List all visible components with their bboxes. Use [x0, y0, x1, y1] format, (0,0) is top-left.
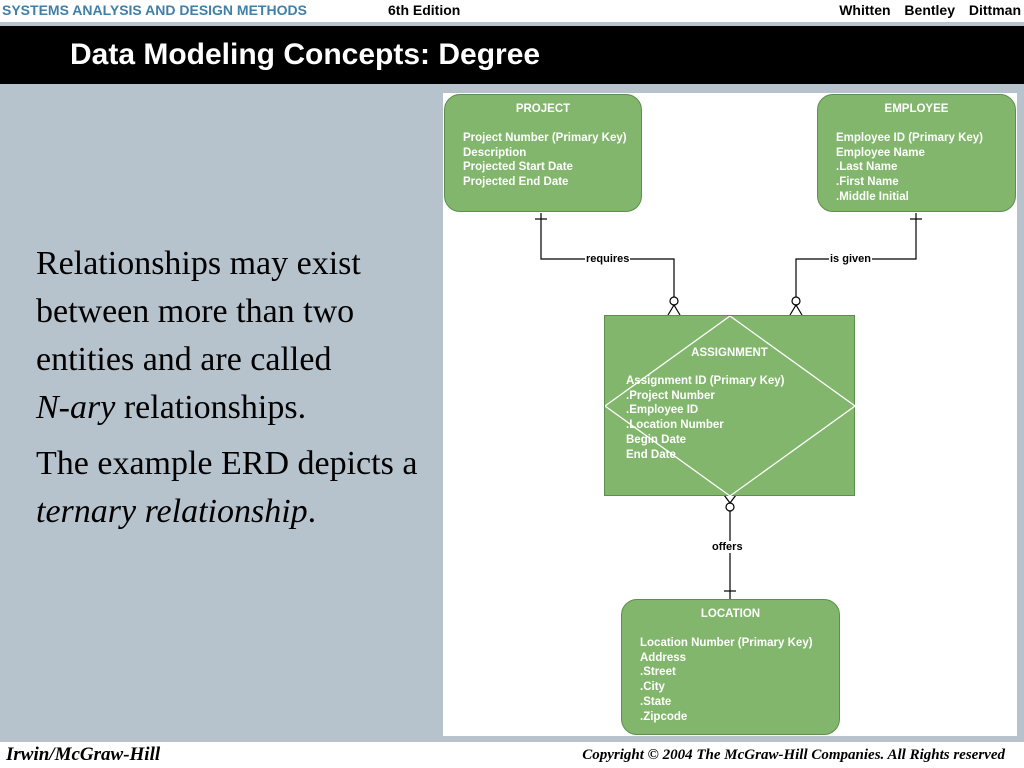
attribute: Employee Name: [836, 146, 925, 159]
erd-diagram: PROJECT Project Number (Primary Key) Des…: [443, 93, 1017, 736]
entity-employee: EMPLOYEE Employee ID (Primary Key) Emplo…: [817, 94, 1016, 212]
entity-assignment-name: ASSIGNMENT: [691, 347, 768, 359]
requires-many-crowfoot: [667, 303, 681, 316]
attribute: .Project Number: [626, 389, 715, 402]
is-given-optional-circle: [791, 296, 801, 306]
entity-employee-name: EMPLOYEE: [884, 103, 949, 115]
entity-employee-attributes: Employee ID (Primary Key) Employee Name …: [818, 131, 1015, 205]
footer-bar: Irwin/McGraw-Hill Copyright © 2004 The M…: [0, 742, 1024, 768]
attribute: .First Name: [836, 176, 899, 189]
attribute: Employee ID (Primary Key): [836, 131, 984, 144]
attribute: .Employee ID: [626, 404, 699, 417]
relationship-label-offers: offers: [711, 541, 744, 553]
attribute: Projected End Date: [463, 176, 569, 189]
relationship-label-requires: requires: [585, 253, 631, 265]
ternary-term: ternary relationship: [36, 493, 308, 530]
offers-many-crowfoot: [723, 494, 737, 504]
attribute: .City: [640, 681, 665, 694]
entity-assignment: ASSIGNMENT Assignment ID (Primary Key) .…: [604, 315, 856, 497]
associative-diamond: [605, 316, 856, 497]
authors-label: Whitten Bentley Dittman: [839, 2, 1021, 18]
paragraph-ternary-tail: .: [307, 493, 317, 530]
attribute: Project Number (Primary Key): [463, 131, 627, 144]
entity-location: LOCATION Location Number (Primary Key) A…: [621, 599, 840, 735]
attribute: Begin Date: [626, 433, 687, 446]
is-given-many-crowfoot: [789, 303, 803, 316]
entity-project-attributes: Project Number (Primary Key) Description…: [445, 131, 641, 190]
attribute: End Date: [626, 448, 676, 461]
attribute: .Zipcode: [640, 710, 688, 723]
entity-location-name: LOCATION: [700, 608, 761, 620]
attribute: .Middle Initial: [836, 190, 909, 203]
offers-optional-circle: [725, 502, 735, 512]
attribute: .Last Name: [836, 161, 898, 174]
nary-term: N-ary: [36, 389, 116, 426]
header-bar: SYSTEMS ANALYSIS AND DESIGN METHODS 6th …: [0, 0, 1024, 22]
attribute: Location Number (Primary Key): [640, 636, 813, 649]
attribute: .Street: [640, 666, 676, 679]
attribute: Assignment ID (Primary Key): [626, 374, 785, 387]
copyright-notice: Copyright © 2004 The McGraw-Hill Compani…: [582, 747, 1005, 763]
relationship-label-is-given: is given: [829, 253, 872, 265]
title-bar: Data Modeling Concepts: Degree: [0, 26, 1024, 84]
paragraph-nary-text: Relationships may exist between more tha…: [36, 245, 361, 378]
paragraph-ternary-text: The example ERD depicts a: [36, 445, 418, 482]
paragraph-ternary: The example ERD depicts a ternary relati…: [36, 440, 431, 536]
paragraph-nary-tail: relationships.: [115, 389, 307, 426]
slide-body: Relationships may exist between more tha…: [36, 240, 431, 544]
entity-location-attributes: Location Number (Primary Key) Address .S…: [622, 636, 839, 725]
entity-project: PROJECT Project Number (Primary Key) Des…: [444, 94, 642, 212]
attribute: Description: [463, 146, 527, 159]
series-title: SYSTEMS ANALYSIS AND DESIGN METHODS: [2, 2, 307, 18]
slide-title: Data Modeling Concepts: Degree: [70, 38, 541, 71]
entity-assignment-attributes: Assignment ID (Primary Key) .Project Num…: [605, 374, 854, 463]
edition-label: 6th Edition: [388, 2, 461, 18]
attribute: Projected Start Date: [463, 161, 573, 174]
entity-project-name: PROJECT: [515, 103, 571, 115]
requires-optional-circle: [669, 296, 679, 306]
attribute: .Location Number: [626, 419, 724, 432]
attribute: .State: [640, 695, 672, 708]
publisher-label: Irwin/McGraw-Hill: [6, 744, 161, 765]
paragraph-nary: Relationships may exist between more tha…: [36, 240, 431, 432]
attribute: Address: [640, 651, 687, 664]
